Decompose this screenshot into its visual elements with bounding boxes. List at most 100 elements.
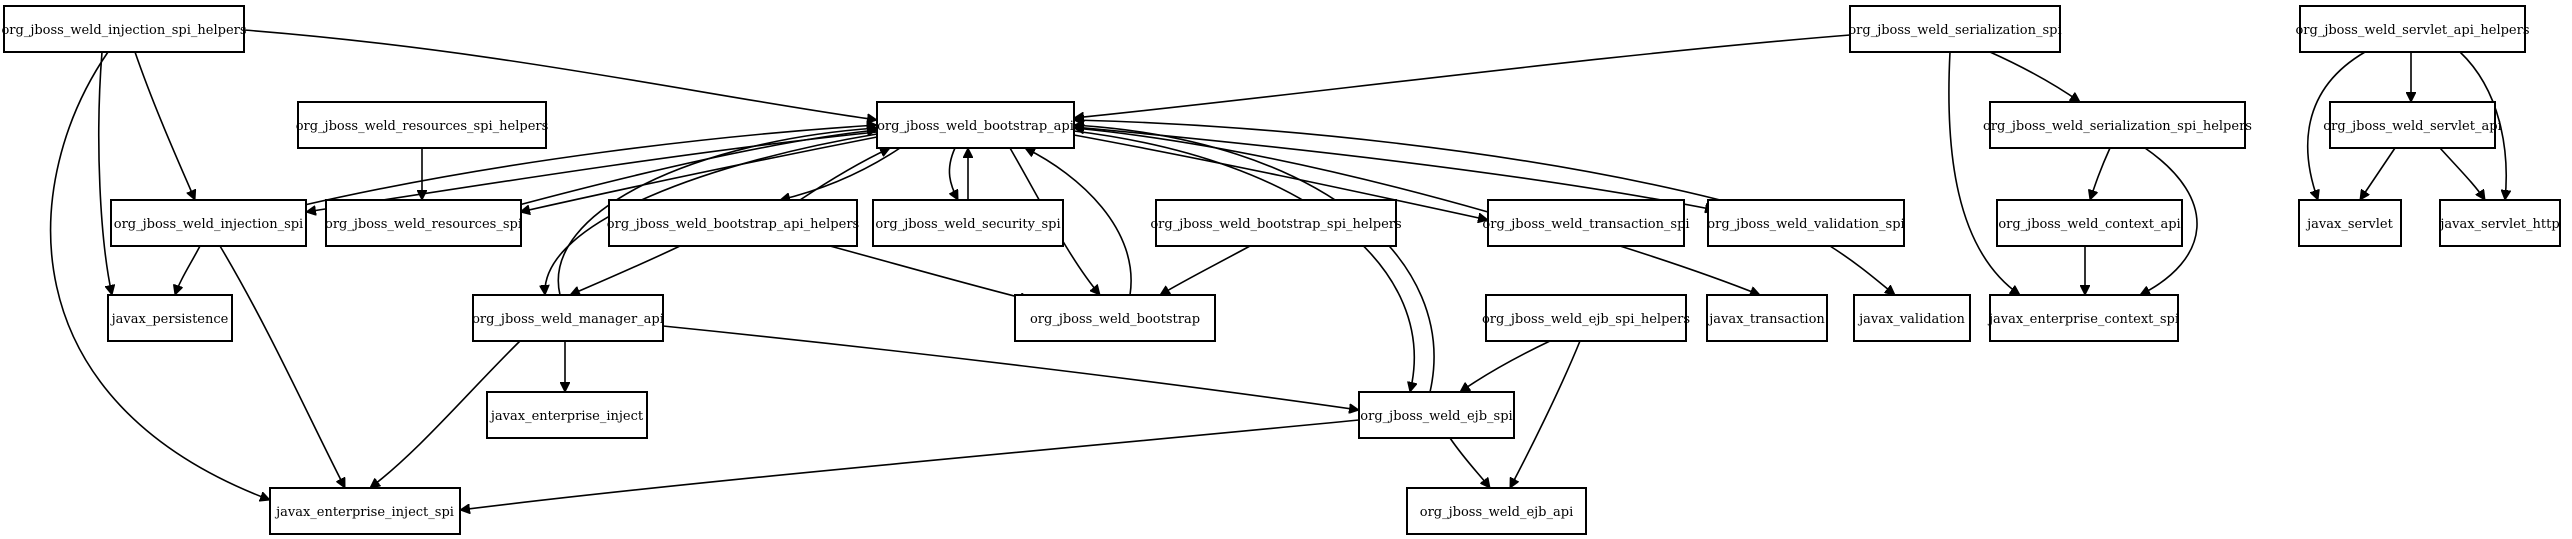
node-label: org_jboss_weld_servlet_api [2323,119,2501,134]
edge-transaction-spi-to-javax-transaction [1619,245,1760,295]
edge-serialization-spi-helpers-to-context-api [2090,147,2111,200]
node-label: org_jboss_weld_serialization_spi_helpers [1983,119,2252,134]
node-label: org_jboss_weld_ejb_spi_helpers [1482,312,1690,327]
edge-injection-spi-to-bootstrap-api [299,125,877,207]
node-serialization-spi-helpers: org_jboss_weld_serialization_spi_helpers [1983,101,2252,149]
edge-ejb-spi-to-ejb-api [1449,437,1490,488]
node-resources-spi: org_jboss_weld_resources_spi [325,199,522,247]
edge-injection-spi-helpers-to-javax-enterprise-inject-spi [49,51,270,500]
edge-injection-spi-to-javax-persistence [175,245,201,295]
node-label: org_jboss_weld_resources_spi [325,217,522,232]
node-servlet-api-helpers: org_jboss_weld_servlet_api_helpers [2295,5,2530,53]
node-manager-api: org_jboss_weld_manager_api [472,294,664,342]
node-box [872,199,1064,247]
edge-manager-api-to-bootstrap-api [557,128,877,296]
node-label: javax_validation [1857,312,1965,327]
edge-servlet-api-to-javax-servlet [2359,147,2396,200]
node-ejb-spi-helpers: org_jboss_weld_ejb_spi_helpers [1482,294,1690,342]
edge-bootstrap-api-to-security-spi [948,147,959,200]
node-label: org_jboss_weld_serialization_spi [1848,23,2061,38]
node-box [472,294,664,342]
node-box [1853,294,1971,342]
node-ejb-api: org_jboss_weld_ejb_api [1406,487,1587,535]
node-label: org_jboss_weld_bootstrap_api_helpers [607,217,859,232]
edge-injection-spi-helpers-to-bootstrap-api [243,29,877,120]
node-box [1485,294,1687,342]
edge-validation-spi-to-bootstrap-api [1074,120,1721,201]
edge-servlet-api-helpers-to-javax-servlet-http [2459,51,2506,200]
node-javax-transaction: javax_transaction [1706,294,1828,342]
edge-bootstrap-api-helpers-to-bootstrap [829,245,1030,300]
edge-injection-spi-to-javax-enterprise-inject-spi [219,245,346,488]
nodes-layer: org_jboss_weld_injection_spi_helpers org_… [1,5,2561,535]
node-injection-spi: org_jboss_weld_injection_spi [110,199,307,247]
node-box [1706,294,1828,342]
node-label: org_jboss_weld_context_api [1998,217,2180,232]
node-label: org_jboss_weld_ejb_api [1420,505,1573,520]
edge-servlet-api-to-javax-servlet-http [2439,147,2486,200]
node-servlet-api: org_jboss_weld_servlet_api [2323,101,2502,149]
edge-servlet-api-helpers-to-javax-servlet [2306,51,2366,200]
edge-manager-api-to-ejb-spi [662,325,1359,410]
edge-serialization-spi-to-serialization-spi-helpers [1989,51,2080,103]
node-box [1358,391,1515,439]
node-label: org_jboss_weld_servlet_api_helpers [2295,23,2529,38]
node-label: javax_enterprise_inject [489,409,644,424]
node-bootstrap-api-helpers: org_jboss_weld_bootstrap_api_helpers [607,199,859,247]
node-box [1707,199,1905,247]
node-transaction-spi: org_jboss_weld_transaction_spi [1482,199,1690,247]
node-validation-spi: org_jboss_weld_validation_spi [1707,199,1905,247]
node-label: org_jboss_weld_bootstrap [1030,312,1200,327]
node-javax-servlet-http: javax_servlet_http [2438,199,2561,247]
node-box [2329,101,2496,149]
node-serialization-spi: org_jboss_weld_serialization_spi [1848,5,2062,53]
node-box [1989,294,2179,342]
edge-bootstrap-api-helpers-to-manager-api [570,245,681,295]
node-box [1014,294,1216,342]
node-javax-enterprise-context-spi: javax_enterprise_context_spi [1987,294,2179,342]
node-box [1849,5,2061,53]
edge-ejb-spi-to-javax-enterprise-inject-spi [460,419,1360,510]
node-box [107,294,233,342]
node-box [297,101,547,149]
node-label: org_jboss_weld_resources_spi_helpers [296,119,549,134]
node-label: org_jboss_weld_validation_spi [1707,217,1904,232]
edge-serialization-spi-to-bootstrap-api [1074,34,1851,118]
node-javax-enterprise-inject: javax_enterprise_inject [486,391,648,439]
node-context-api: org_jboss_weld_context_api [1996,199,2183,247]
node-javax-validation: javax_validation [1853,294,1971,342]
node-box [110,199,307,247]
edge-injection-spi-helpers-to-javax-persistence [98,51,112,295]
node-javax-enterprise-inject-spi: javax_enterprise_inject_spi [269,487,461,535]
node-box [486,391,648,439]
node-injection-spi-helpers: org_jboss_weld_injection_spi_helpers [1,5,247,53]
node-box [2298,199,2402,247]
node-box [3,5,245,53]
node-label: javax_enterprise_inject_spi [274,505,454,520]
edge-injection-spi-helpers-to-injection-spi [134,51,195,200]
edge-bootstrap-api-to-bootstrap-api-helpers [780,147,901,200]
edge-transaction-spi-to-bootstrap-api [1074,128,1489,213]
node-box [269,487,461,535]
node-box [608,199,858,247]
node-bootstrap: org_jboss_weld_bootstrap [1014,294,1216,342]
edge-serialization-spi-helpers-to-javax-enterprise-context-spi [2140,147,2198,296]
edges-layer [49,29,2507,510]
node-label: org_jboss_weld_bootstrap_spi_helpers [1150,217,1401,232]
edge-bootstrap-api-to-ejb-spi [1073,130,1414,392]
node-box [325,199,522,247]
edge-bootstrap-api-to-manager-api [545,133,878,295]
edge-validation-spi-to-javax-validation [1829,245,1895,295]
node-label: javax_servlet [2305,217,2393,232]
node-box [1996,199,2183,247]
node-box [2299,5,2526,53]
node-box [876,101,1075,149]
node-label: org_jboss_weld_manager_api [472,312,664,327]
edge-bootstrap-api-to-transaction-spi [1073,134,1488,220]
node-box [1406,487,1587,535]
node-javax-servlet: javax_servlet [2298,199,2402,247]
node-label: org_jboss_weld_injection_spi_helpers [1,23,246,38]
node-label: org_jboss_weld_security_spi [875,217,1060,232]
node-label: org_jboss_weld_ejb_spi [1360,409,1512,424]
